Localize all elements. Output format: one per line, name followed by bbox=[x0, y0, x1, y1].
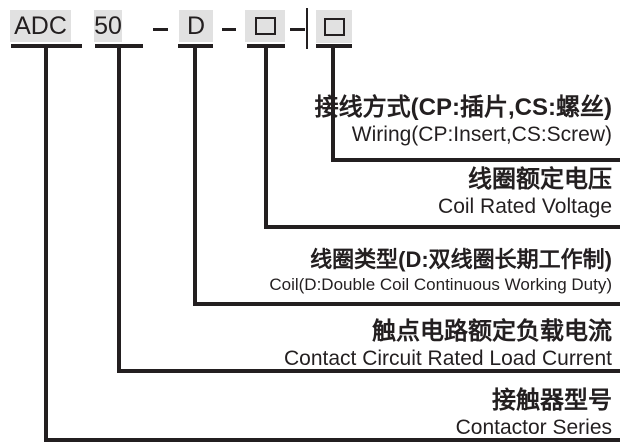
connector-vertical-voltage bbox=[264, 46, 268, 229]
label-coil-type: 线圈类型(D:双线圈长期工作制) Coil(D:Double Coil Cont… bbox=[269, 246, 612, 297]
leader-line-coil-type bbox=[193, 302, 620, 306]
leader-line-wiring bbox=[331, 158, 620, 162]
label-coil-voltage-cn: 线圈额定电压 bbox=[468, 166, 612, 193]
placeholder-square-icon bbox=[254, 17, 276, 35]
dash-separator-icon bbox=[222, 28, 236, 31]
dash-separator-icon bbox=[153, 28, 168, 31]
label-coil-voltage-en: Coil Rated Voltage bbox=[438, 195, 612, 218]
label-coil-type-cn: 线圈类型(D:双线圈长期工作制) bbox=[310, 247, 612, 272]
label-load-current-cn: 触点电路额定负载电流 bbox=[372, 318, 612, 345]
label-wiring-en: Wiring(CP:Insert,CS:Screw) bbox=[351, 123, 612, 146]
placeholder-square-icon bbox=[323, 17, 345, 36]
code-token-current: 50 bbox=[94, 10, 122, 42]
leader-line-coil-voltage bbox=[264, 225, 620, 229]
code-token-coil-type: D bbox=[179, 10, 213, 42]
connector-vertical-current bbox=[117, 46, 121, 373]
connector-vertical-wiring bbox=[331, 46, 335, 162]
label-coil-type-en: Coil(D:Double Coil Continuous Working Du… bbox=[269, 275, 612, 294]
code-token-series: ADC bbox=[10, 10, 71, 42]
label-contactor-series: 接触器型号 Contactor Series bbox=[456, 387, 612, 441]
label-wiring: 接线方式(CP:插片,CS:螺丝) Wiring(CP:Insert,CS:Sc… bbox=[315, 94, 612, 148]
connector-vertical-coil-type bbox=[193, 46, 197, 306]
label-contactor-series-en: Contactor Series bbox=[455, 416, 612, 439]
label-contactor-series-cn: 接触器型号 bbox=[492, 387, 612, 414]
label-load-current-en: Contact Circuit Rated Load Current bbox=[284, 347, 612, 370]
label-load-current: 触点电路额定负载电流 Contact Circuit Rated Load Cu… bbox=[284, 318, 612, 372]
label-coil-voltage: 线圈额定电压 Coil Rated Voltage bbox=[438, 166, 612, 220]
code-token-wiring-placeholder bbox=[316, 10, 352, 43]
leader-line-contactor-series bbox=[44, 438, 620, 442]
dash-separator-icon bbox=[290, 28, 305, 31]
divider-line bbox=[306, 8, 308, 49]
connector-vertical-series bbox=[44, 46, 48, 442]
label-wiring-cn: 接线方式(CP:插片,CS:螺丝) bbox=[314, 94, 612, 121]
code-token-voltage-placeholder bbox=[245, 10, 285, 42]
leader-line-load-current bbox=[117, 369, 620, 373]
